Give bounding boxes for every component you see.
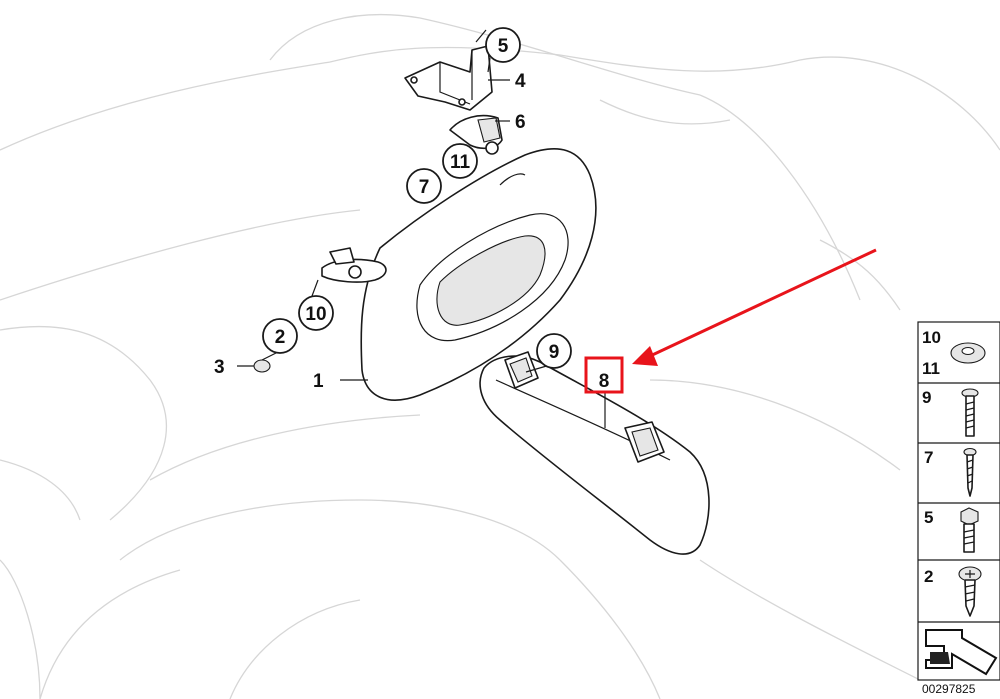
arrow-icon <box>925 629 998 676</box>
hex-bolt-icon <box>960 507 979 553</box>
car-body-outline <box>0 14 1000 699</box>
visor-pivot <box>321 247 387 283</box>
highlight-arrow-shaft <box>647 248 877 359</box>
pointed-screw-icon <box>963 447 977 497</box>
callout-11: 11 <box>450 152 471 173</box>
legend-label-5: 5 <box>924 508 933 527</box>
callout-5: 5 <box>498 36 509 57</box>
callout-1: 1 <box>313 371 324 392</box>
small-clip <box>253 359 271 373</box>
highlight-box <box>584 356 624 394</box>
sun-visor-main <box>360 148 597 401</box>
callout-7: 7 <box>419 177 430 198</box>
legend-label-9: 9 <box>922 388 931 407</box>
callout-4: 4 <box>515 71 526 92</box>
callout-9: 9 <box>549 342 560 363</box>
callout-labels: 5 4 6 11 7 10 2 3 1 9 8 <box>214 36 609 392</box>
highlight-arrow-head <box>632 346 658 366</box>
washer-icon <box>950 342 986 364</box>
swivel-clip <box>449 114 503 155</box>
callout-2: 2 <box>275 327 286 348</box>
legend-label-2: 2 <box>924 567 933 586</box>
legend-label-7: 7 <box>924 448 933 467</box>
highlight-annotation <box>584 248 877 394</box>
callout-3: 3 <box>214 357 225 378</box>
catalog-number: 00297825 <box>922 682 976 696</box>
callout-10: 10 <box>305 304 326 325</box>
phillips-screw-icon <box>958 566 982 617</box>
fastener-legend: 10 11 9 7 5 2 <box>917 321 1000 681</box>
callout-8: 8 <box>599 371 610 392</box>
legend-label-11: 11 <box>922 359 940 378</box>
mounting-bracket <box>404 29 493 111</box>
callout-6: 6 <box>515 112 526 133</box>
screw-icon <box>961 388 979 437</box>
legend-label-10: 10 <box>922 328 941 347</box>
callout-circles <box>262 27 572 369</box>
sun-visor-8 <box>479 351 710 555</box>
